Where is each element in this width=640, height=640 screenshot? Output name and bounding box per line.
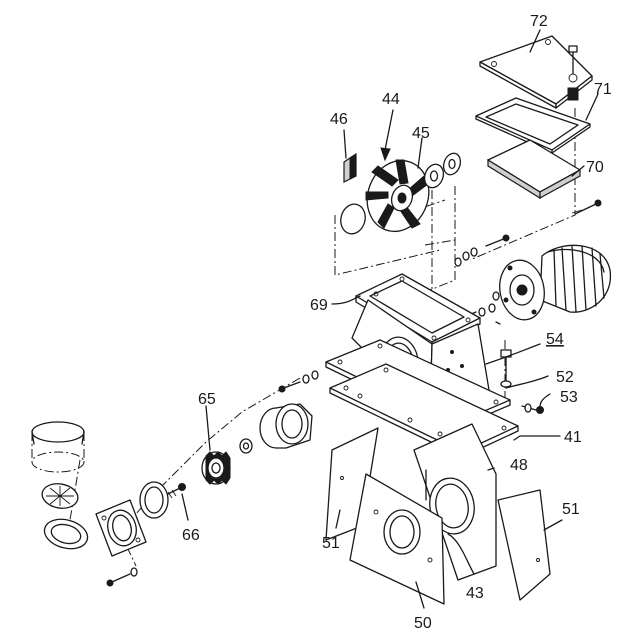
label-50: 50 <box>414 615 432 632</box>
label-52: 52 <box>556 369 574 386</box>
label-72: 72 <box>530 13 548 30</box>
label-45: 45 <box>412 125 430 142</box>
label-71: 71 <box>594 81 612 98</box>
label-51-right: 51 <box>562 501 580 518</box>
leader-44 <box>385 110 393 150</box>
side-panel-51-right <box>498 490 550 600</box>
label-66: 66 <box>182 527 200 544</box>
seal-ring-44 <box>338 201 369 236</box>
hose-clamp <box>32 422 84 472</box>
gasket-oval <box>41 515 91 553</box>
o-ring <box>140 482 168 518</box>
rotor-44 <box>357 152 438 240</box>
label-54: 54 <box>546 331 564 348</box>
drive-motor <box>493 245 610 323</box>
washer-45 <box>421 151 463 190</box>
label-51-left: 51 <box>322 535 340 552</box>
label-46: 46 <box>330 111 348 128</box>
bottom-bolt <box>107 568 137 586</box>
label-65: 65 <box>198 391 216 408</box>
label-69: 69 <box>310 297 328 314</box>
arrowhead-44 <box>381 148 390 160</box>
label-48: 48 <box>510 457 528 474</box>
label-43: 43 <box>466 585 484 602</box>
filter-pad-70 <box>488 140 601 214</box>
label-53: 53 <box>560 389 578 406</box>
label-44: 44 <box>382 91 400 108</box>
inlet-flange <box>96 500 146 556</box>
bearing-65 <box>202 452 230 484</box>
housing-bolts-left <box>279 371 318 392</box>
label-70: 70 <box>586 159 604 176</box>
grille-plate <box>40 481 80 511</box>
cover-plate-72 <box>480 36 592 108</box>
small-washer <box>240 439 252 453</box>
bearing-housing <box>260 404 312 448</box>
label-41: 41 <box>564 429 582 446</box>
